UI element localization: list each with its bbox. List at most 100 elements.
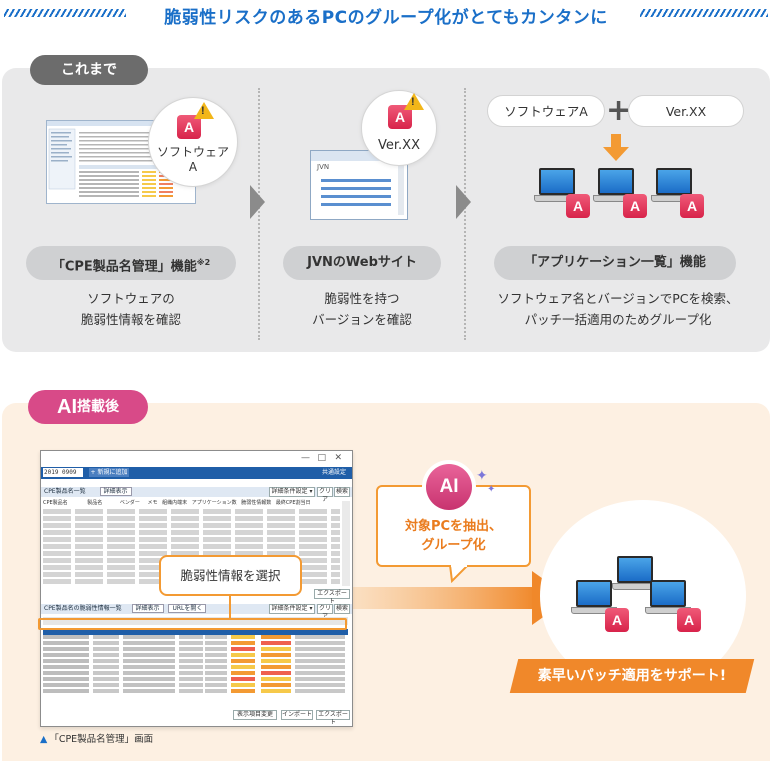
sparkle-icon: ✦ <box>476 468 488 484</box>
selected-row[interactable] <box>43 629 348 635</box>
table-row[interactable] <box>43 544 340 549</box>
software-bubble: A ソフトウェア A <box>148 97 238 187</box>
open-url-button[interactable]: URLを開く <box>168 604 207 613</box>
after-label: AI搭載後 <box>28 390 148 424</box>
table-cell <box>123 665 175 669</box>
title-hatch-left <box>4 9 126 17</box>
shared-settings-link[interactable]: 共通設定 <box>321 469 346 476</box>
table-cell <box>179 659 203 663</box>
vuln-list-header: CPE製品名の脆弱性情報一覧 詳細表示 URLを開く <box>41 604 352 614</box>
change-display-button[interactable]: 表示項目変更 <box>233 710 277 720</box>
caption-mark: ▲ <box>40 734 48 745</box>
close-icon[interactable]: ✕ <box>334 453 342 463</box>
application-list-pill: 「アプリケーション一覧」機能 <box>494 246 736 280</box>
scrollbar[interactable] <box>342 501 350 586</box>
after-label-rest: 搭載後 <box>77 399 119 415</box>
desc-line: パッチ一括適用のためグループ化 <box>524 312 712 327</box>
footnote-mark: ※2 <box>196 258 211 267</box>
toolbar-field[interactable]: 2019 0909 <box>43 468 83 477</box>
table-cell <box>261 659 291 663</box>
detail-settings-button[interactable]: 詳細条件設定 ▾ <box>269 604 315 614</box>
thumbnail-titlebar <box>47 121 195 126</box>
detail-button[interactable]: 詳細表示 <box>99 487 132 496</box>
detail-button[interactable]: 詳細表示 <box>131 604 164 613</box>
table-cell <box>123 641 175 645</box>
table-cell <box>179 683 203 687</box>
table-cell <box>43 689 89 693</box>
desc-line: 脆弱性を持つ <box>324 291 400 306</box>
table-cell <box>93 647 119 651</box>
bubble-text-line2: A <box>188 160 198 174</box>
app-a-icon: A <box>623 194 647 218</box>
add-tab-button[interactable]: + 新規に追加 <box>89 468 129 477</box>
table-cell <box>295 635 345 639</box>
table-cell <box>231 683 255 687</box>
table-cell <box>123 659 175 663</box>
software-a-pill: ソフトウェアA <box>487 95 605 127</box>
title-hatch-right <box>640 9 768 17</box>
version-pill: Ver.XX <box>628 95 744 127</box>
version-bubble: A Ver.XX <box>361 90 437 166</box>
table-cell <box>205 677 227 681</box>
table-cell <box>43 641 89 645</box>
table-cell <box>205 635 227 639</box>
desc-line: バージョンを確認 <box>312 312 412 327</box>
table-cell <box>123 653 175 657</box>
table-row[interactable] <box>43 530 340 535</box>
table-cell <box>261 683 291 687</box>
table-cell <box>261 689 291 693</box>
page-title: 脆弱性リスクのあるPCのグループ化がとてもカンタンに <box>164 8 608 28</box>
table-cell <box>295 659 345 663</box>
pill-label: 「CPE製品名管理」機能 <box>51 259 197 275</box>
import-button[interactable]: インポート <box>281 710 313 720</box>
cpe-management-window: — □ ✕ 2019 0909 + 新規に追加 共通設定 CPE製品名一覧 詳細… <box>40 450 353 727</box>
table-cell <box>205 653 227 657</box>
column-header: 脆弱性情報数 <box>241 500 272 506</box>
jvn-text-line <box>321 195 391 198</box>
table-cell <box>179 653 203 657</box>
table-cell <box>261 677 291 681</box>
after-label-ai: AI <box>57 396 77 418</box>
table-cell <box>179 647 203 651</box>
chevron-right-icon <box>456 185 471 219</box>
export-button[interactable]: エクスポート <box>314 589 350 605</box>
table-cell <box>179 689 203 693</box>
ai-box-tail <box>448 565 470 583</box>
cpe-screen-thumbnail <box>46 120 196 204</box>
window-toolbar: 2019 0909 + 新規に追加 共通設定 <box>41 467 352 479</box>
table-row[interactable] <box>43 551 340 556</box>
table-cell <box>205 683 227 687</box>
search-button[interactable]: 検索 <box>334 487 350 497</box>
detail-settings-button[interactable]: 詳細条件設定 ▾ <box>269 487 315 497</box>
export-button[interactable]: エクスポート <box>316 710 350 726</box>
search-button[interactable]: 検索 <box>334 604 350 614</box>
support-text: 素早いパッチ適用をサポート! <box>537 668 727 684</box>
maximize-icon[interactable]: □ <box>317 453 326 463</box>
table-row[interactable] <box>43 509 340 514</box>
jvn-text-line <box>321 187 391 190</box>
table-cell <box>205 659 227 663</box>
column-header: CPE製品名 <box>43 500 68 506</box>
select-vuln-callout: 脆弱性情報を選択 <box>159 555 302 596</box>
table-row[interactable] <box>43 537 340 542</box>
laptop-icon <box>593 168 639 208</box>
clear-button[interactable]: クリア <box>317 487 333 503</box>
minimize-icon[interactable]: — <box>301 453 310 463</box>
window-titlebar: — □ ✕ <box>41 451 352 467</box>
ai-badge: AI <box>426 464 472 510</box>
table-cell <box>295 671 345 675</box>
col2-description: 脆弱性を持つ バージョンを確認 <box>270 288 454 330</box>
plus-icon: + <box>606 93 632 128</box>
table-cell <box>123 647 175 651</box>
clear-button[interactable]: クリア <box>317 604 333 620</box>
table-cell <box>93 653 119 657</box>
table-row[interactable] <box>43 516 340 521</box>
laptop-icon <box>534 168 580 208</box>
jvn-logo-text: JVN <box>317 163 330 171</box>
table-cell <box>43 635 89 639</box>
app-a-icon: A <box>677 608 701 632</box>
table-cell <box>261 641 291 645</box>
table-cell <box>179 641 203 645</box>
jvn-text-line <box>321 203 391 206</box>
table-row[interactable] <box>43 523 340 528</box>
